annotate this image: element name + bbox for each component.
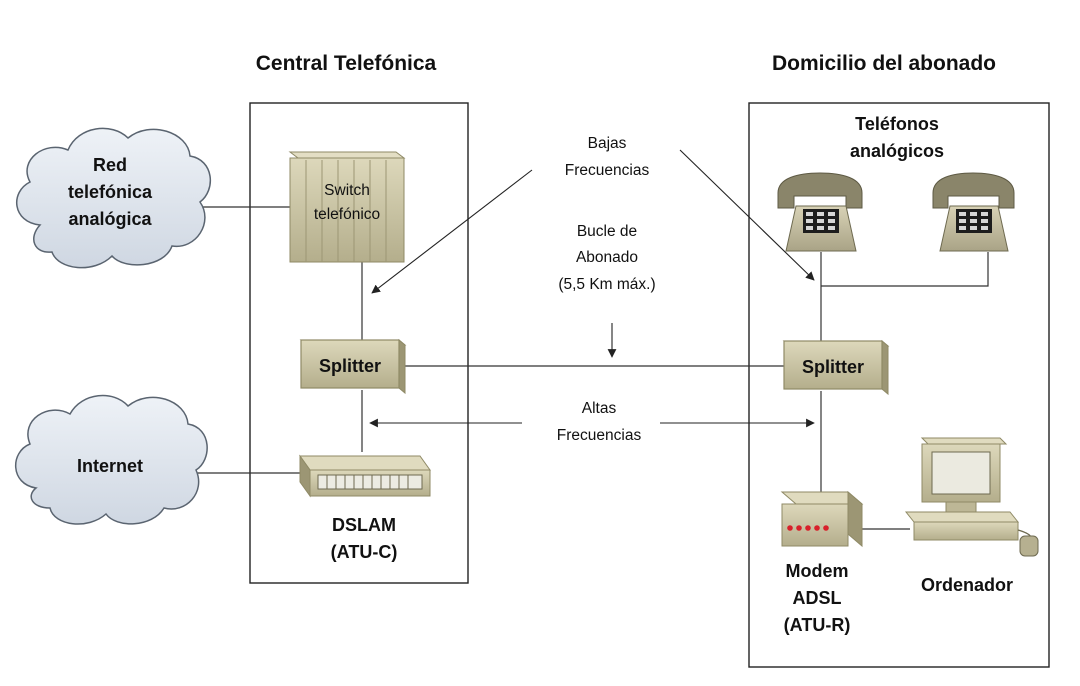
cloud-red-label-3: analógica <box>68 209 152 229</box>
phone-icon <box>777 172 863 252</box>
bucle-label-1: Bucle de <box>577 223 637 240</box>
switch-label-2: telefónico <box>314 206 380 223</box>
splitter-domicilio-label: Splitter <box>802 357 864 377</box>
arrow-bajas-right <box>679 149 815 281</box>
central-boundary <box>249 102 469 584</box>
arrow-bajas-left <box>371 169 533 294</box>
bucle-label-2: Abonado <box>576 249 638 266</box>
monitor-screen <box>931 451 991 495</box>
splitter-central: Splitter <box>299 338 407 395</box>
bucle-label-3: (5,5 Km máx.) <box>558 276 655 293</box>
altas-label-2: Frecuencias <box>557 427 642 444</box>
cloud-red-label-1: Red <box>93 155 127 175</box>
modem-label-2: ADSL <box>793 588 842 608</box>
domicilio-title: Domicilio del abonado <box>772 52 996 75</box>
modem-lights <box>787 525 829 531</box>
bajas-label-1: Bajas <box>588 135 627 152</box>
wire-phone2 <box>821 252 989 287</box>
cloud-internet: Internet <box>14 394 208 525</box>
splitter-domicilio: Splitter <box>782 339 890 396</box>
modem-adsl: Modem ADSL (ATU-R) <box>780 490 864 635</box>
cloud-shape-icon <box>14 394 208 525</box>
cloud-red-telefonica: Red telefónica analógica <box>15 127 212 269</box>
modem-label-1: Modem <box>786 561 849 581</box>
central-title: Central Telefónica <box>256 52 437 75</box>
dslam-label-1: DSLAM <box>332 515 396 535</box>
bajas-label-2: Frecuencias <box>565 162 650 179</box>
ordenador-label: Ordenador <box>921 575 1013 595</box>
phone-icon <box>932 172 1015 252</box>
cloud-internet-label: Internet <box>77 456 143 476</box>
computer-icon: Ordenador <box>904 437 1039 595</box>
mouse-icon <box>1019 535 1039 557</box>
telefonos-label-2: analógicos <box>850 141 944 161</box>
splitter-central-label: Splitter <box>319 356 381 376</box>
telefonos-label-1: Teléfonos <box>855 114 939 134</box>
dslam-ports <box>317 474 423 490</box>
cloud-red-label-2: telefónica <box>68 182 153 202</box>
dslam-label-2: (ATU-C) <box>331 542 398 562</box>
cloud-shape-icon <box>15 127 212 269</box>
dslam-device: DSLAM (ATU-C) <box>299 454 431 562</box>
switch-telefonico: Switch telefónico <box>288 151 406 263</box>
switch-label-1: Switch <box>324 182 370 199</box>
modem-label-3: (ATU-R) <box>784 615 851 635</box>
altas-label-1: Altas <box>582 400 617 417</box>
domicilio-boundary <box>748 102 1050 668</box>
